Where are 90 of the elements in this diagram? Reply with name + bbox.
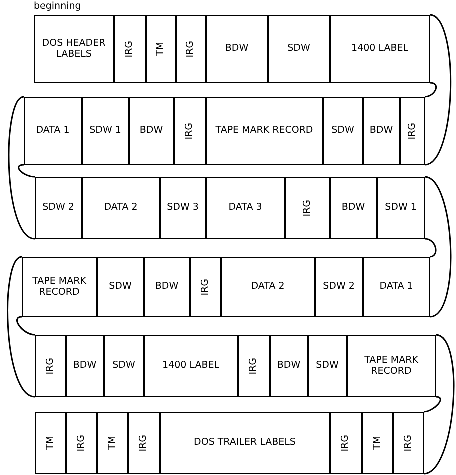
- tape-record-cell: [308, 335, 347, 397]
- record-label: SDW: [112, 360, 136, 372]
- tape-record-cell: [97, 257, 144, 317]
- record-label: DATA 1: [380, 281, 414, 293]
- tape-record-cell: [347, 335, 436, 397]
- record-label: DOS HEADER LABELS: [41, 38, 107, 60]
- tape-record-cell: [270, 335, 308, 397]
- record-label: 1400 LABEL: [351, 43, 409, 55]
- tape-record-cell: [144, 257, 190, 317]
- tape-record-cell: [146, 15, 176, 83]
- record-label: IRG: [302, 200, 314, 216]
- tape-record-cell: [363, 257, 430, 317]
- tape-record-cell: [66, 412, 97, 474]
- record-label: BDW: [225, 43, 249, 55]
- record-label: DATA 3: [228, 202, 262, 214]
- record-label: SDW: [109, 281, 132, 293]
- record-label: BDW: [370, 125, 394, 137]
- record-label: IRG: [340, 434, 352, 452]
- record-label: TAPE MARK RECORD: [364, 354, 420, 378]
- tape-record-cell: [128, 412, 160, 474]
- tape-record-cell: [238, 335, 270, 397]
- record-label: BDW: [140, 125, 164, 137]
- tape-record-cell: [400, 97, 425, 165]
- record-label: SDW: [288, 43, 310, 55]
- tape-record-cell: [97, 412, 128, 474]
- record-label: SDW 2: [323, 281, 355, 293]
- record-label: IRG: [185, 40, 197, 58]
- tape-record-cell: [206, 15, 268, 83]
- tape-record-cell: [144, 335, 238, 397]
- tape-record-cell: [330, 15, 430, 83]
- record-label: DATA 2: [104, 202, 138, 214]
- record-label: SDW: [316, 360, 339, 372]
- record-label: TM: [372, 436, 384, 450]
- tape-record-cell: [176, 15, 206, 83]
- tape-record-cell: [363, 97, 400, 165]
- record-label: IRG: [184, 122, 196, 140]
- record-label: IRG: [200, 278, 212, 296]
- tape-record-cell: [323, 97, 363, 165]
- record-label: BDW: [155, 281, 179, 293]
- record-label: TAPE MARK RECORD: [32, 276, 88, 298]
- tape-record-cell: [22, 257, 97, 317]
- tape-record-cell: [315, 257, 363, 317]
- tape-record-cell: [268, 15, 330, 83]
- record-label: SDW 1: [385, 202, 417, 214]
- record-label: IRG: [402, 434, 414, 452]
- record-label: BDW: [342, 202, 366, 214]
- record-label: TAPE MARK RECORD: [216, 125, 314, 137]
- tape-record-cell: [160, 412, 330, 474]
- record-label: SDW: [332, 125, 354, 137]
- record-label: TM: [106, 436, 118, 450]
- record-label: TM: [155, 42, 167, 56]
- tape-record-cell: [114, 15, 146, 83]
- tape-record-cell: [35, 177, 82, 239]
- record-label: IRG: [248, 358, 260, 374]
- tape-record-cell: [35, 335, 66, 397]
- record-label: IRG: [76, 434, 88, 452]
- record-label: SDW 3: [167, 202, 199, 214]
- tape-record-cell: [206, 177, 285, 239]
- tape-record-cell: [66, 335, 104, 397]
- record-label: TM: [44, 436, 56, 450]
- record-label: SDW 1: [90, 125, 122, 137]
- tape-record-cell: [393, 412, 424, 474]
- tape-record-cell: [174, 97, 206, 165]
- tape-record-cell: [285, 177, 330, 239]
- record-label: 1400 LABEL: [162, 360, 220, 372]
- record-label: SDW 2: [42, 202, 74, 214]
- record-label: IRG: [138, 434, 150, 452]
- tape-record-cell: [35, 412, 66, 474]
- tape-record-cell: [34, 15, 114, 83]
- tape-record-cell: [330, 412, 362, 474]
- record-label: BDW: [73, 360, 97, 372]
- tape-record-cell: [206, 97, 323, 165]
- tape-record-cell: [160, 177, 206, 239]
- tape-record-cell: [129, 97, 174, 165]
- tape-record-cell: [377, 177, 425, 239]
- record-label: IRG: [44, 358, 56, 374]
- record-label: DATA 1: [36, 125, 70, 137]
- tape-record-cell: [221, 257, 315, 317]
- record-label: DOS TRAILER LABELS: [194, 437, 296, 449]
- tape-record-cell: [82, 177, 160, 239]
- tape-record-cell: [24, 97, 82, 165]
- tape-record-cell: [190, 257, 221, 317]
- record-label: IRG: [406, 122, 418, 140]
- record-label: IRG: [124, 40, 136, 58]
- record-label: DATA 2: [251, 281, 285, 293]
- record-label: BDW: [277, 360, 301, 372]
- tape-record-cell: [330, 177, 377, 239]
- tape-record-cell: [104, 335, 144, 397]
- tape-record-cell: [362, 412, 393, 474]
- tape-record-cell: [82, 97, 129, 165]
